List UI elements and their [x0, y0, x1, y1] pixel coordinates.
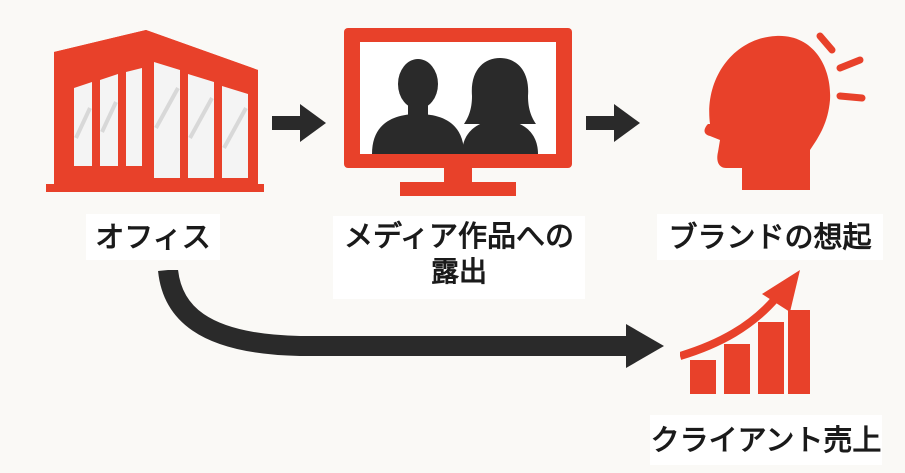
head-thinking-icon — [704, 32, 866, 190]
arrow-media-to-brand — [586, 104, 640, 142]
office-label: オフィス — [86, 214, 220, 260]
arrow-office-to-sales — [158, 270, 664, 368]
arrow-office-to-media — [272, 104, 326, 142]
office-building-icon — [46, 30, 264, 192]
media-exposure-label-line1: メディア作品への — [344, 219, 574, 253]
monitor-people-icon — [344, 28, 572, 196]
bar-chart-growth-icon — [680, 270, 810, 394]
brand-recall-label: ブランドの想起 — [657, 214, 883, 260]
client-sales-label: クライアント売上 — [650, 415, 882, 465]
media-exposure-label: メディア作品への 露出 — [333, 216, 585, 300]
media-exposure-label-line2: 露出 — [430, 255, 487, 289]
